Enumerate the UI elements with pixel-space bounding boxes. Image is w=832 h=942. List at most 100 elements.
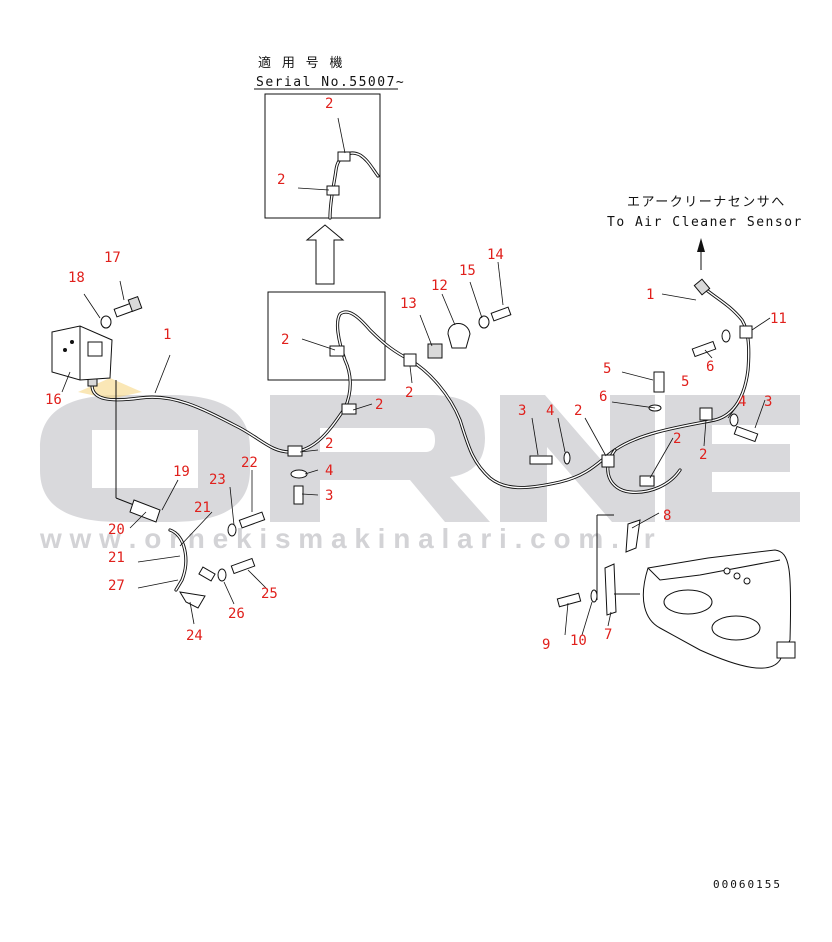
washer-15 <box>478 315 490 329</box>
callout-11: 11 <box>770 311 787 327</box>
clip-loop <box>639 475 655 487</box>
callout-2: 2 <box>277 172 285 188</box>
watermark-letter-n <box>500 395 655 522</box>
callout-26: 26 <box>228 606 245 622</box>
detail-box <box>267 291 386 381</box>
plate-hole-1 <box>663 589 713 615</box>
callout-18: 18 <box>68 270 85 286</box>
washer-26 <box>217 568 227 582</box>
plate-hole-2 <box>711 615 761 641</box>
callout-2: 2 <box>673 431 681 447</box>
base-plate <box>642 549 792 669</box>
callout-1: 1 <box>646 287 654 303</box>
clip-center <box>341 403 357 415</box>
hose-end-fitting-right <box>693 278 711 296</box>
callout-5: 5 <box>603 361 611 377</box>
callout-2: 2 <box>325 436 333 452</box>
watermark-letter-o <box>40 395 250 522</box>
inset-clip-lower <box>326 185 340 196</box>
callout-numbers: 2 2 2 17 18 1 16 2 2 4 3 19 20 21 21 22 … <box>45 96 787 653</box>
bracket-7 <box>604 563 617 616</box>
callout-19: 19 <box>173 464 190 480</box>
bolt-25 <box>230 557 256 575</box>
bolt-14 <box>490 306 512 322</box>
bolt-9 <box>556 592 582 608</box>
callout-23: 23 <box>209 472 226 488</box>
callout-2: 2 <box>375 397 383 413</box>
stay-25 <box>198 566 216 582</box>
callout-7: 7 <box>604 627 612 643</box>
callout-12: 12 <box>431 278 448 294</box>
sensor-switch-assembly <box>115 380 216 609</box>
destination-note-jp: エアークリーナセンサへ <box>627 195 786 210</box>
callout-2: 2 <box>325 96 333 112</box>
callout-14: 14 <box>487 247 504 263</box>
callout-2: 2 <box>405 385 413 401</box>
sensor-bracket-left <box>51 325 113 393</box>
fasteners <box>100 296 759 608</box>
callout-27: 27 <box>108 578 125 594</box>
inset-frame <box>264 93 381 219</box>
clip-mid <box>403 353 417 367</box>
clip-branch <box>601 454 615 468</box>
callout-6: 6 <box>706 359 714 375</box>
callout-21: 21 <box>194 500 211 516</box>
bolt-22 <box>238 511 266 529</box>
callout-22: 22 <box>241 455 258 471</box>
callout-4: 4 <box>325 463 333 479</box>
callout-1: 1 <box>163 327 171 343</box>
callout-15: 15 <box>459 263 476 279</box>
switch-body-19 <box>129 499 161 523</box>
callout-16: 16 <box>45 392 62 408</box>
callout-25: 25 <box>261 586 278 602</box>
clip-left <box>287 445 303 457</box>
callout-3: 3 <box>764 394 772 410</box>
callout-6: 6 <box>599 389 607 405</box>
washer-23 <box>227 523 237 537</box>
callout-2: 2 <box>574 403 582 419</box>
washer-4-mid <box>563 451 571 465</box>
watermark-letter-e <box>665 395 800 522</box>
serial-note-jp: 適 用 号 機 <box>258 55 344 71</box>
callout-4: 4 <box>738 394 746 410</box>
callout-24: 24 <box>186 628 203 644</box>
callout-8: 8 <box>663 508 671 524</box>
bolt-3-mid <box>529 455 553 465</box>
drawing-number: 00060155 <box>713 878 782 891</box>
washer-10 <box>590 589 598 603</box>
clip-box <box>329 345 345 357</box>
callout-17: 17 <box>104 250 121 266</box>
serial-note-en: Serial No.55007~ <box>256 75 405 90</box>
watermark-url: w w w . o r n e k i s m a k i n a l a r … <box>39 523 655 554</box>
clip-8 <box>625 519 641 553</box>
callout-10: 10 <box>570 633 587 649</box>
washer-18 <box>100 315 112 329</box>
bolt-3-center <box>293 485 304 505</box>
clamp-12 <box>447 323 471 349</box>
callout-3: 3 <box>325 488 333 504</box>
inset-clip-upper <box>337 151 351 162</box>
bracket-24 <box>179 591 206 609</box>
bolt-5-right <box>691 340 717 358</box>
spacer-13 <box>427 343 443 359</box>
washer-4-right <box>729 413 739 427</box>
callout-2: 2 <box>281 332 289 348</box>
destination-note-en: To Air Cleaner Sensor <box>607 215 803 230</box>
callout-4: 4 <box>546 403 554 419</box>
bolt-3-right <box>733 425 759 443</box>
lower-right-mounting <box>596 514 796 669</box>
leader-lines <box>83 261 771 636</box>
callout-21: 21 <box>108 550 125 566</box>
hose-clips <box>287 325 753 487</box>
clip-right <box>699 407 713 421</box>
callout-9: 9 <box>542 637 550 653</box>
serial-variant-inset: 適 用 号 機 Serial No.55007~ <box>254 55 405 285</box>
bolt-5-upper <box>653 371 665 393</box>
callout-20: 20 <box>108 522 125 538</box>
callout-5: 5 <box>681 374 689 390</box>
washer-6-right <box>721 329 731 343</box>
watermark: w w w . o r n e k i s m a k i n a l a r … <box>39 378 800 554</box>
clip-upper-right <box>739 325 753 339</box>
